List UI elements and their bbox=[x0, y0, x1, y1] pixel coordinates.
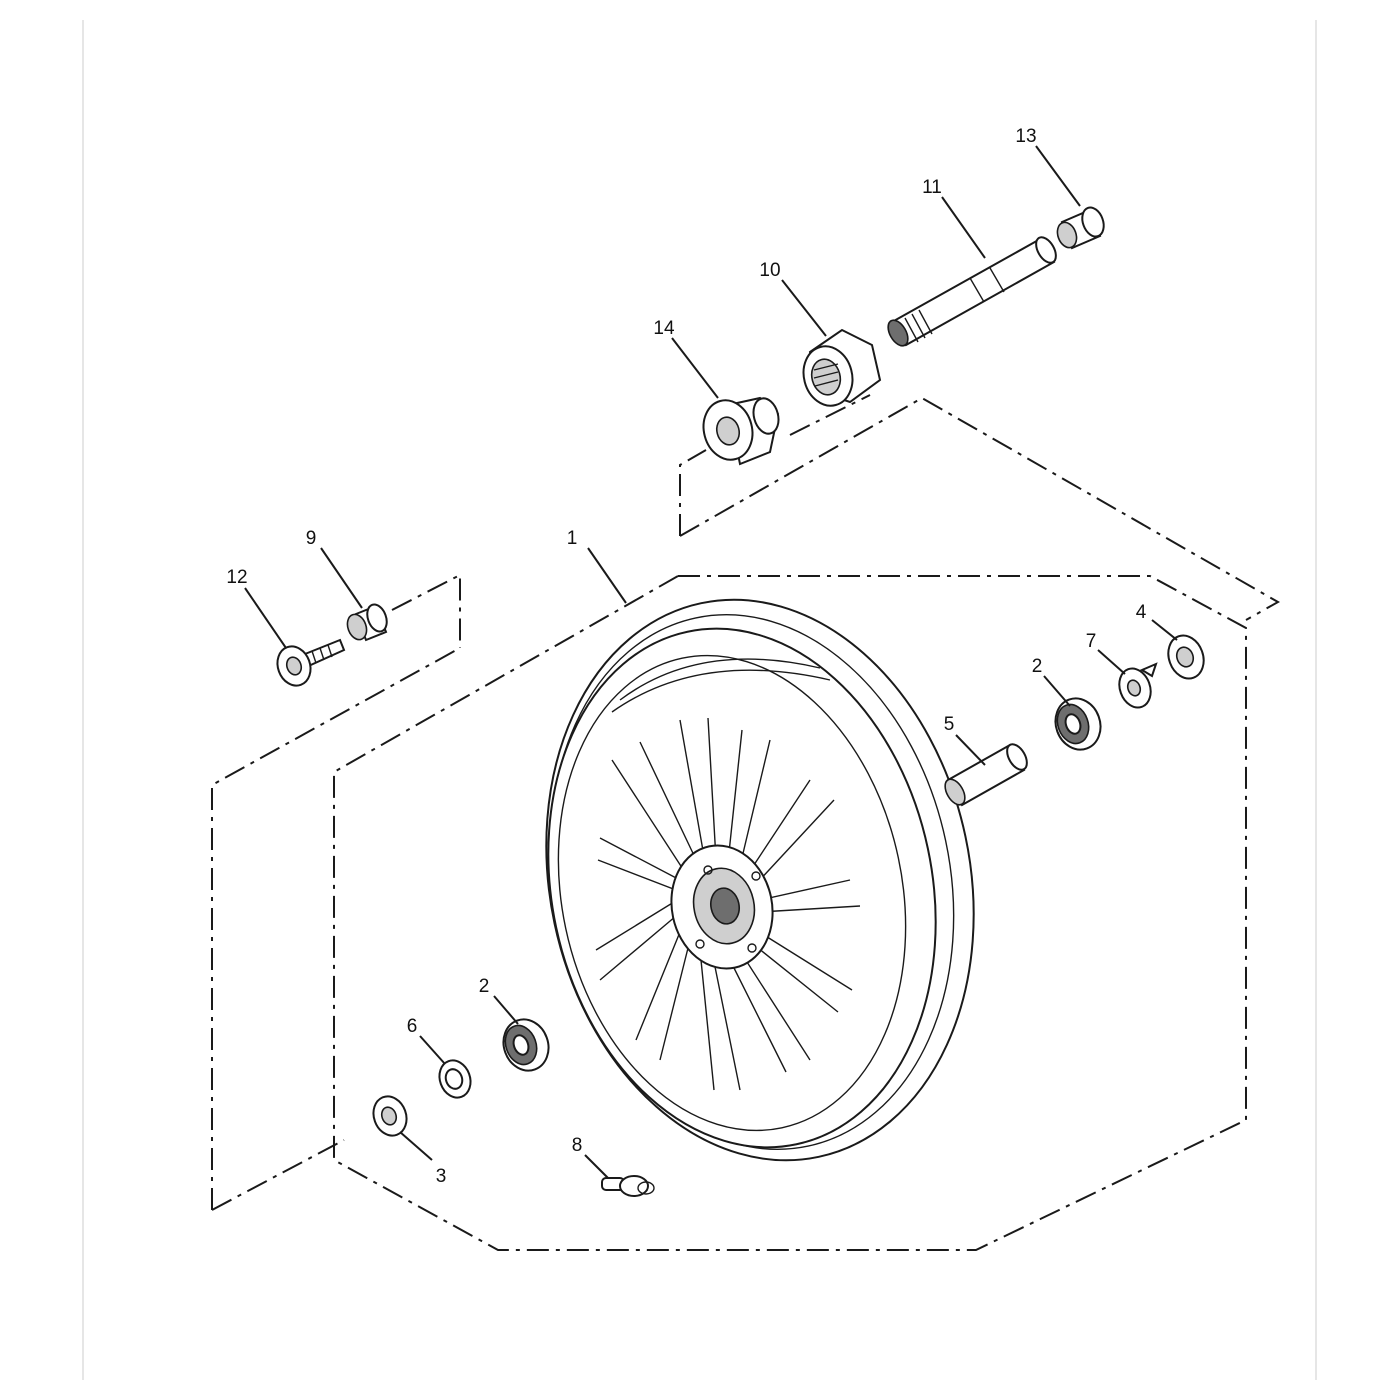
bearing-right bbox=[1054, 697, 1102, 751]
callout-11: 11 bbox=[922, 177, 942, 198]
callout-1: 1 bbox=[567, 528, 578, 549]
bolt-12 bbox=[276, 638, 346, 687]
cap-13 bbox=[1056, 206, 1105, 250]
callout-5: 5 bbox=[944, 714, 955, 735]
callout-labels: 1 2 2 3 4 5 6 7 8 9 10 11 12 13 14 bbox=[226, 126, 1146, 1187]
callout-3: 3 bbox=[436, 1166, 447, 1187]
bearing-left bbox=[502, 1018, 550, 1072]
callout-2a: 2 bbox=[1032, 656, 1043, 677]
callout-6: 6 bbox=[407, 1016, 418, 1037]
spacer-14 bbox=[702, 396, 780, 466]
leader-lines bbox=[244, 145, 1178, 1179]
callout-12: 12 bbox=[226, 567, 247, 588]
axle-nut-10 bbox=[802, 328, 882, 407]
circlip-6 bbox=[438, 1059, 472, 1099]
callout-2b: 2 bbox=[479, 976, 490, 997]
tab-washer-7 bbox=[1118, 662, 1158, 709]
front-wheel bbox=[545, 598, 975, 1162]
spacer-tube bbox=[944, 743, 1028, 807]
washer-3 bbox=[372, 1095, 408, 1137]
front-axle bbox=[887, 236, 1057, 347]
sleeve-9 bbox=[346, 603, 388, 642]
assembly-boundary-lines bbox=[211, 394, 1281, 1251]
callout-4: 4 bbox=[1136, 602, 1147, 623]
valve-8 bbox=[601, 1175, 655, 1197]
callout-14: 14 bbox=[653, 318, 675, 339]
callout-13: 13 bbox=[1015, 126, 1036, 147]
callout-10: 10 bbox=[759, 260, 780, 281]
callout-8: 8 bbox=[572, 1135, 583, 1156]
callout-9: 9 bbox=[306, 528, 317, 549]
callout-7: 7 bbox=[1086, 631, 1097, 652]
washer-4 bbox=[1167, 634, 1205, 680]
